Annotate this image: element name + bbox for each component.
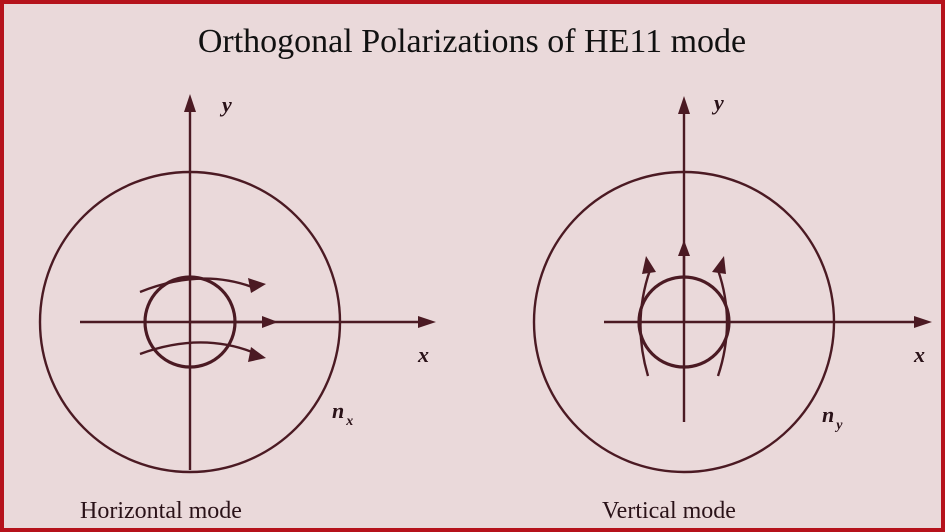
field-arrowhead-left [642, 256, 656, 274]
field-line-bottom [139, 341, 253, 356]
diagram-title: Orthogonal Polarizations of HE11 mode [198, 23, 746, 60]
field-arrowhead-top [248, 278, 266, 293]
x-axis-label: x [913, 342, 925, 367]
refractive-index-symbol: n [332, 398, 344, 423]
vertical-mode-caption: Vertical mode [602, 498, 736, 524]
refractive-index-symbol: n [822, 402, 834, 427]
refractive-index-subscript: y [834, 418, 843, 433]
field-arrowhead-right [712, 256, 726, 274]
y-axis-arrowhead [678, 96, 690, 114]
field-line-left [639, 269, 652, 377]
field-arrowhead-center [262, 316, 278, 328]
y-axis-label: y [711, 90, 724, 115]
field-line-top [139, 277, 253, 294]
field-arrowhead-bottom [248, 347, 266, 362]
refractive-index-subscript: x [345, 414, 353, 429]
y-axis-arrowhead [184, 94, 196, 112]
x-axis-label: x [417, 342, 429, 367]
field-line-right [716, 269, 729, 377]
field-arrowhead-center [678, 240, 690, 256]
x-axis-arrowhead [914, 316, 932, 328]
horizontal-mode-caption: Horizontal mode [80, 498, 242, 524]
y-axis-label: y [219, 92, 232, 117]
x-axis-arrowhead [418, 316, 436, 328]
